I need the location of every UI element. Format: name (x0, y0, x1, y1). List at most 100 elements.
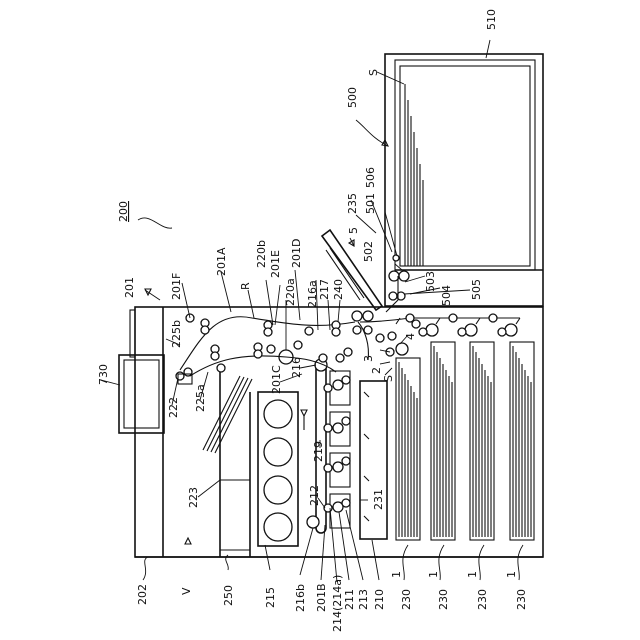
belt-roller-216b (307, 516, 319, 528)
label-225b: 225b (170, 320, 183, 348)
transport-roller (364, 326, 372, 334)
label-215: 215 (264, 587, 277, 608)
arrow-5 (349, 240, 354, 246)
label-230: 230 (515, 589, 528, 610)
feeder-paper-stack (405, 84, 423, 266)
label-201c: 201C (270, 365, 283, 394)
label-s-mid: S (382, 375, 395, 382)
photoreceptor-drum (333, 423, 343, 433)
label-235: 235 (346, 193, 359, 214)
discharge-roller (201, 326, 209, 334)
arrow-v (185, 538, 191, 544)
label-201d: 201D (290, 239, 303, 268)
transport-roller (489, 314, 497, 322)
arrow-216 (301, 410, 307, 416)
transport-roller (352, 311, 362, 321)
label-v: V (180, 587, 193, 595)
primary-transfer-roller (324, 464, 332, 472)
laser-mirrors (364, 392, 369, 521)
label-506: 506 (364, 167, 377, 188)
output-sheets (203, 376, 252, 453)
label-223: 223 (187, 487, 200, 508)
exit-roller (184, 368, 192, 376)
label-225a: 225a (194, 384, 207, 412)
reference-labels: 200 201 201F 201A R 220b 201E 220a 201D … (97, 9, 528, 632)
pickup-roller (426, 324, 438, 336)
label-505: 505 (470, 279, 483, 300)
label-1: 1 (505, 571, 518, 578)
exposure-unit (360, 381, 387, 539)
transport-roller (211, 352, 219, 360)
developing-roller (342, 417, 350, 425)
label-200: 200 (117, 201, 130, 222)
pickup-roller (465, 324, 477, 336)
label-4: 4 (404, 333, 417, 340)
label-504: 504 (440, 285, 453, 306)
label-230: 230 (437, 589, 450, 610)
developing-roller (342, 376, 350, 384)
transport-roller (267, 345, 275, 353)
feeder-guide (393, 255, 399, 261)
label-730: 730 (97, 364, 110, 385)
label-201f: 201F (170, 273, 183, 300)
pickup-roller (505, 324, 517, 336)
toner-cartridge (264, 438, 292, 466)
feeder-transport-roller (389, 292, 397, 300)
label-1: 1 (390, 571, 403, 578)
label-5: 5 (347, 227, 360, 234)
label-212: 212 (308, 485, 321, 506)
label-210: 210 (373, 589, 386, 610)
label-250: 250 (222, 585, 235, 606)
label-2: 2 (370, 367, 383, 374)
label-220a: 220a (284, 278, 297, 306)
feed-roller (498, 328, 506, 336)
operation-panel-screen (124, 360, 159, 428)
transport-roller (254, 350, 262, 358)
registration-roller (344, 348, 352, 356)
toner-cartridge (264, 476, 292, 504)
label-216: 216 (290, 357, 303, 378)
transport-roller (332, 328, 340, 336)
label-501: 501 (364, 193, 377, 214)
label-201: 201 (123, 277, 136, 298)
label-230: 230 (400, 589, 413, 610)
transport-roller (305, 327, 313, 335)
registration-roller (336, 354, 344, 362)
label-201e: 201E (269, 250, 282, 278)
transport-roller (412, 320, 420, 328)
paper-stack (399, 346, 531, 537)
label-231: 231 (372, 489, 385, 510)
label-500: 500 (346, 87, 359, 108)
transport-roller (388, 332, 396, 340)
label-219: 219 (312, 441, 325, 462)
transport-roller (264, 328, 272, 336)
label-r: R (239, 282, 252, 290)
transport-roller (376, 334, 384, 342)
primary-transfer-roller (324, 424, 332, 432)
label-1: 1 (427, 571, 440, 578)
feed-roller (419, 328, 427, 336)
label-1: 1 (466, 571, 479, 578)
label-211: 211 (343, 589, 356, 610)
label-201b: 201B (315, 583, 328, 612)
transport-roller (217, 364, 225, 372)
transport-roller (363, 311, 373, 321)
large-capacity-feeder (385, 54, 543, 306)
exit-roller (176, 372, 184, 380)
transport-roller (449, 314, 457, 322)
pressure-roller (294, 341, 302, 349)
label-240: 240 (332, 279, 345, 300)
label-217: 217 (318, 279, 331, 300)
label-510: 510 (485, 9, 498, 30)
photoreceptor-drum (333, 462, 343, 472)
feeder-tray (395, 60, 535, 270)
developing-roller (342, 499, 350, 507)
label-222: 222 (167, 397, 180, 418)
transport-roller (353, 326, 361, 334)
feeder-separation-roller (399, 271, 409, 281)
pickup-roller (396, 343, 408, 355)
label-3: 3 (362, 355, 375, 362)
toner-cartridge (264, 513, 292, 541)
label-s-top: S (367, 69, 380, 76)
